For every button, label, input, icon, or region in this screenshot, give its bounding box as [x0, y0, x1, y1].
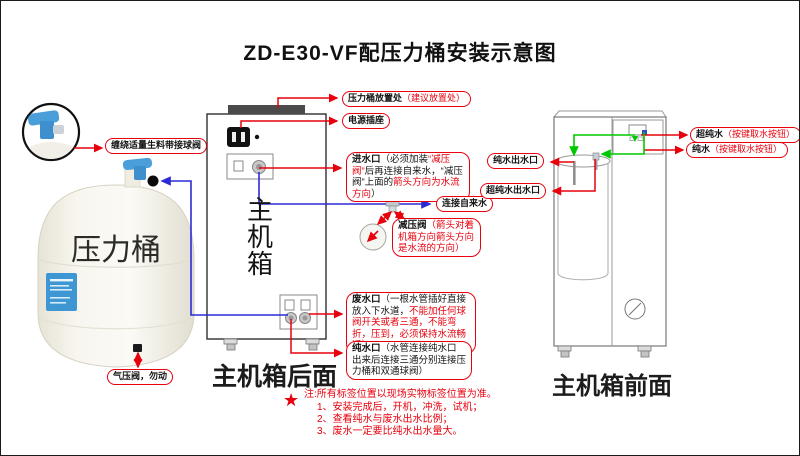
- inlet-panel: [226, 153, 274, 180]
- tank-placement-bar: [228, 105, 305, 114]
- page-title: ZD-E30-VF配压力桶安装示意图: [243, 42, 557, 65]
- tube-connector-ball: [147, 175, 159, 187]
- callout-pure-water-outlet: 纯水出水口: [487, 153, 545, 169]
- green-button-lines: [569, 132, 645, 159]
- rear-view-caption: 主机箱后面: [212, 363, 338, 391]
- front-view-caption: 主机箱前面: [552, 373, 672, 400]
- control-panel: [612, 119, 664, 155]
- dispense-alcove: [557, 163, 609, 281]
- callout-wrap-tape: 缠绕适量生料带接球阀: [105, 138, 208, 154]
- note-heading: 注:所有标签位置以现场实物标签位置为准。: [304, 389, 497, 400]
- inlet-to-tap-water-tube: [258, 172, 432, 209]
- power-socket-shape: [227, 127, 260, 147]
- air-valve-nub: [133, 344, 142, 352]
- callout-water-inlet: 进水口（必须加装“减压阀”后再连接自来水，“减压阀”上面的箭头方向为水流方向）: [346, 152, 470, 202]
- front-cabinet-feet: [557, 345, 652, 358]
- dispense-button[interactable]: [637, 136, 644, 141]
- rear-cabinet-illustration: [206, 105, 327, 351]
- callout-ultrapure-water-outlet: 超纯水出水口: [480, 183, 547, 199]
- callout-relief-valve: 减压阀（箭头对着机箱方向箭头方向是水流的方向）: [392, 218, 481, 257]
- blue-tubing-lines: [160, 172, 432, 316]
- note-item: 2、查看纯水与废水出水比例；: [317, 414, 453, 425]
- callout-pure-port: 纯水口（水管连接纯水口出来后连接三通分别连接压力桶和双通球阀）: [346, 341, 472, 380]
- star-icon: ★: [283, 390, 300, 410]
- callout-tank-placement: 压力桶放置处（建议放置处）: [342, 91, 472, 107]
- callout-tap-water: 连接自来水: [436, 196, 494, 212]
- red-callout-lines: [74, 93, 689, 369]
- callout-air-valve: 气压阀，勿动: [107, 369, 174, 385]
- valve-magnifier-icon: [21, 102, 81, 162]
- tank-sticker: [46, 273, 77, 311]
- front-cabinet-illustration: [553, 110, 667, 358]
- outlet-panel: [279, 294, 318, 330]
- relief-valve-magnifier-icon: [359, 223, 387, 251]
- alcove-shelf: [555, 154, 611, 168]
- callout-power-socket: 电源插座: [342, 113, 391, 129]
- pure-water-spout: [573, 161, 576, 185]
- callout-pure-button: 纯水（按键取水按钮）: [686, 142, 789, 158]
- rear-cabinet-feet: [223, 338, 320, 351]
- footnotes: ★ 注:所有标签位置以现场实物标签位置为准。 1、安装完成后，开机，冲洗，试机；…: [283, 389, 497, 438]
- note-item: 3、废水一定要比纯水出水量大。: [317, 426, 463, 437]
- drain-gauge: [624, 298, 646, 320]
- pressure-tank-illustration: [37, 157, 195, 368]
- callout-ultrapure-button: 超纯水（按键取水按钮）: [690, 127, 799, 143]
- main-unit-vertical-label: 主机箱: [247, 195, 274, 279]
- tank-ball-valve: [122, 157, 153, 180]
- pressure-tank-label: 压力桶: [71, 234, 161, 267]
- ultrapure-water-spout: [592, 152, 600, 170]
- note-item: 1、安装完成后，开机，冲洗，试机；: [317, 402, 483, 413]
- tank-to-pure-port-tube: [160, 176, 288, 316]
